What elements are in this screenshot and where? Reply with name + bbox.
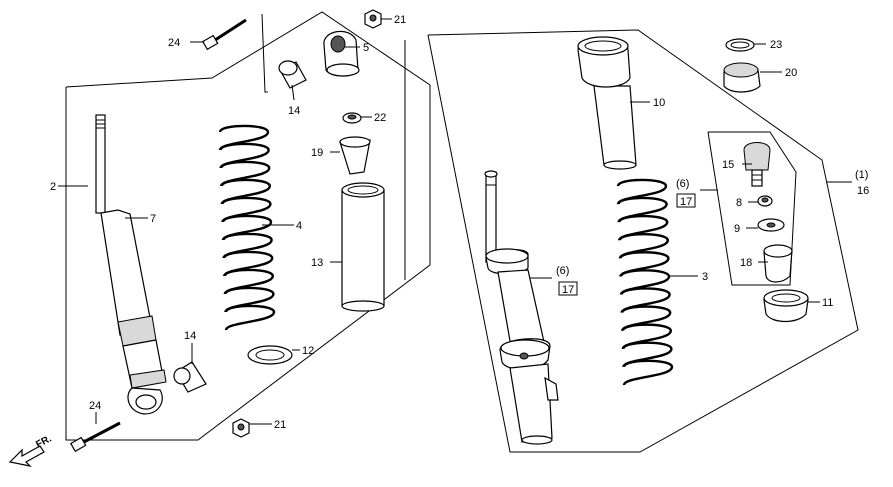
label-17-right-box xyxy=(676,193,696,208)
nut-21-upper xyxy=(364,9,382,29)
label-10: 10 xyxy=(653,97,665,109)
part-labels: 2 7 4 5 14 14 24 24 21 21 22 19 13 12 10… xyxy=(50,14,869,431)
bolt-15 xyxy=(743,142,771,187)
label-9: 9 xyxy=(734,223,740,235)
label-14-lower: 14 xyxy=(184,330,196,342)
label-24-upper: 24 xyxy=(168,37,180,49)
spring-4 xyxy=(218,124,276,331)
label-5: 5 xyxy=(363,42,369,54)
bump-rubber-19 xyxy=(339,136,371,175)
label-1: (1) xyxy=(855,169,868,181)
sub-assembly-box xyxy=(707,131,797,286)
nut-22 xyxy=(342,112,362,124)
bolt-24-upper xyxy=(201,18,247,51)
bolt-24-lower xyxy=(69,421,121,453)
right-assembly-outline xyxy=(427,29,859,453)
label-6-center: (6) xyxy=(556,265,569,277)
label-3: 3 xyxy=(702,271,708,283)
label-19: 19 xyxy=(311,147,323,159)
label-22: 22 xyxy=(374,112,386,124)
cap-20 xyxy=(723,62,761,93)
label-12: 12 xyxy=(302,345,314,357)
label-2: 2 xyxy=(50,181,56,193)
label-15: 15 xyxy=(722,159,734,171)
label-14-upper: 14 xyxy=(288,105,300,117)
spring-3 xyxy=(616,178,674,386)
upper-mount-5 xyxy=(323,30,360,77)
spring-seat-11 xyxy=(763,289,809,323)
label-7: 7 xyxy=(150,213,156,225)
spring-seat-12 xyxy=(247,345,293,365)
bump-rubber-18 xyxy=(763,244,793,283)
label-23: 23 xyxy=(770,39,782,51)
bushing-14-upper xyxy=(278,60,307,89)
label-18: 18 xyxy=(740,257,752,269)
ring-23 xyxy=(725,38,755,52)
label-11: 11 xyxy=(822,297,833,309)
shock-absorber-7 xyxy=(95,114,167,415)
label-13: 13 xyxy=(311,257,323,269)
washer-9 xyxy=(757,218,785,232)
leader-lines xyxy=(58,18,852,425)
front-direction-arrow: FR. xyxy=(8,433,54,467)
bushing-14-lower xyxy=(173,361,207,393)
front-strut-6 xyxy=(484,170,559,445)
direction-label: FR. xyxy=(34,433,54,450)
label-17-center: 17 xyxy=(562,284,574,296)
label-20: 20 xyxy=(785,67,797,79)
label-6-right: (6) xyxy=(676,178,689,190)
label-21-upper: 21 xyxy=(394,14,406,26)
nut-21-lower xyxy=(232,418,250,438)
label-17-center-box xyxy=(558,281,578,296)
label-24-lower: 24 xyxy=(89,400,101,412)
label-21-lower: 21 xyxy=(274,419,286,431)
dust-cover-13 xyxy=(341,182,385,312)
dust-cover-10 xyxy=(577,36,637,170)
label-4: 4 xyxy=(296,220,302,232)
label-17-right: 17 xyxy=(680,196,692,208)
label-8: 8 xyxy=(736,197,742,209)
nut-8 xyxy=(757,195,773,207)
label-16: 16 xyxy=(857,185,869,197)
